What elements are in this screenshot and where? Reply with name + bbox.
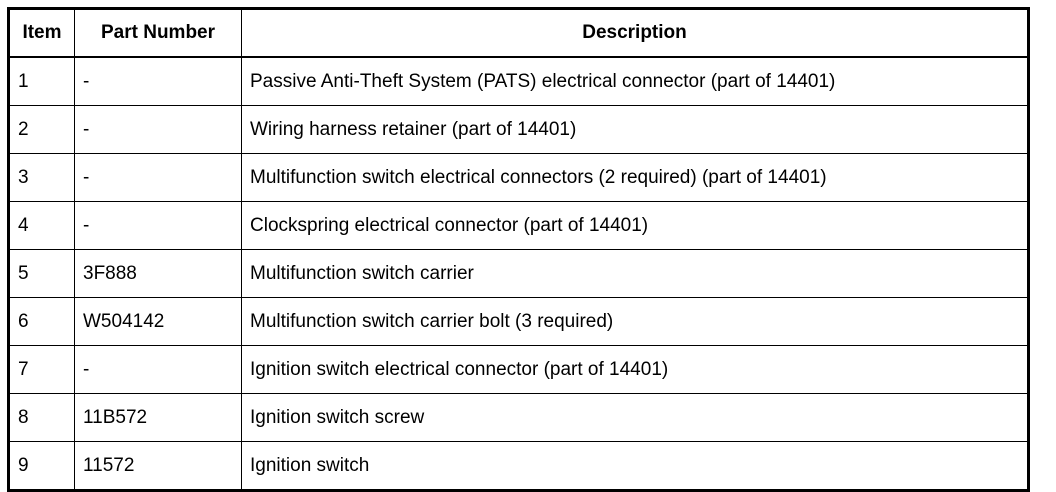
table-header: Item Part Number Description — [8, 8, 1029, 58]
cell-part-number: 3F888 — [74, 249, 242, 298]
cell-part-number: 11572 — [74, 441, 242, 491]
cell-item: 7 — [8, 345, 75, 394]
cell-description: Passive Anti-Theft System (PATS) electri… — [241, 56, 1029, 106]
cell-description: Ignition switch screw — [241, 393, 1029, 442]
table-row: 6 W504142 Multifunction switch carrier b… — [8, 297, 1029, 346]
cell-description: Ignition switch — [241, 441, 1029, 491]
cell-description: Clockspring electrical connector (part o… — [241, 201, 1029, 250]
column-header-part-number: Part Number — [74, 8, 242, 58]
cell-part-number: - — [74, 56, 242, 106]
table-row: 7 - Ignition switch electrical connector… — [8, 345, 1029, 394]
cell-item: 1 — [8, 56, 75, 106]
table-row: 1 - Passive Anti-Theft System (PATS) ele… — [8, 56, 1029, 106]
table-row: 9 11572 Ignition switch — [8, 441, 1029, 491]
cell-part-number: - — [74, 201, 242, 250]
cell-item: 8 — [8, 393, 75, 442]
cell-part-number: - — [74, 153, 242, 202]
cell-description: Wiring harness retainer (part of 14401) — [241, 105, 1029, 154]
cell-description: Multifunction switch carrier — [241, 249, 1029, 298]
column-header-item: Item — [8, 8, 75, 58]
cell-item: 3 — [8, 153, 75, 202]
cell-part-number: - — [74, 105, 242, 154]
cell-item: 6 — [8, 297, 75, 346]
table-row: 8 11B572 Ignition switch screw — [8, 393, 1029, 442]
cell-part-number: 11B572 — [74, 393, 242, 442]
cell-part-number: - — [74, 345, 242, 394]
table-body: 1 - Passive Anti-Theft System (PATS) ele… — [8, 56, 1029, 491]
cell-item: 2 — [8, 105, 75, 154]
table-row: 5 3F888 Multifunction switch carrier — [8, 249, 1029, 298]
table-row: 2 - Wiring harness retainer (part of 144… — [8, 105, 1029, 154]
table-header-row: Item Part Number Description — [8, 8, 1029, 58]
column-header-description: Description — [241, 8, 1029, 58]
cell-item: 5 — [8, 249, 75, 298]
table-row: 4 - Clockspring electrical connector (pa… — [8, 201, 1029, 250]
cell-description: Multifunction switch carrier bolt (3 req… — [241, 297, 1029, 346]
cell-description: Ignition switch electrical connector (pa… — [241, 345, 1029, 394]
cell-item: 9 — [8, 441, 75, 491]
cell-item: 4 — [8, 201, 75, 250]
cell-part-number: W504142 — [74, 297, 242, 346]
table-row: 3 - Multifunction switch electrical conn… — [8, 153, 1029, 202]
cell-description: Multifunction switch electrical connecto… — [241, 153, 1029, 202]
parts-list-table: Item Part Number Description 1 - Passive… — [7, 7, 1030, 492]
